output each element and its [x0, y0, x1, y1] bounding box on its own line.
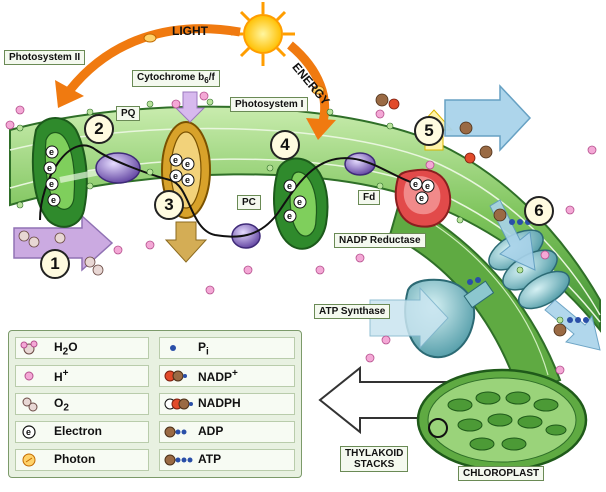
electron-icon: e: [409, 177, 423, 191]
svg-text:e: e: [419, 193, 424, 203]
electron-icon: e: [293, 195, 307, 209]
svg-text:e: e: [413, 179, 418, 189]
svg-text:e: e: [26, 427, 31, 437]
svg-text:e: e: [287, 181, 292, 191]
legend-phosphate-label: P: [198, 340, 207, 354]
step-3-badge: 3: [154, 190, 184, 220]
step-5-badge: 5: [414, 116, 444, 146]
scattered-molecules: [5, 91, 597, 375]
svg-text:e: e: [287, 211, 292, 221]
svg-text:e: e: [185, 175, 190, 185]
electron-icon: e: [47, 193, 61, 207]
electron-icon: e: [283, 209, 297, 223]
water-icon: [20, 340, 38, 355]
legend-item-electron: e Electron: [15, 421, 149, 443]
legend-panel: H2O H+ O2 e Electron Photon Pi NADP+ NAD…: [8, 330, 302, 478]
pq-label: PQ: [116, 106, 141, 121]
chloroplast-label: CHLOROPLAST: [458, 466, 545, 481]
electron-icon: e: [283, 179, 297, 193]
cytochrome-label: Cytochrome b6/f: [132, 70, 220, 87]
electron-icon: e: [45, 145, 59, 159]
electron-icon: e: [45, 177, 59, 191]
step-6-badge: 6: [524, 196, 554, 226]
light-energy-arrows: [55, 24, 336, 140]
sun-icon: [231, 2, 295, 66]
proton-flow-arrow: [369, 286, 449, 350]
svg-text:e: e: [297, 197, 302, 207]
oxygen-icon: [22, 397, 38, 412]
svg-text:e: e: [173, 155, 178, 165]
nadph-icon: [164, 398, 193, 410]
svg-text:e: e: [49, 147, 54, 157]
legend-adp-label: ADP: [198, 424, 224, 438]
pq-molecule: [95, 152, 141, 184]
light-label: LIGHT: [172, 24, 208, 38]
svg-text:e: e: [51, 195, 56, 205]
svg-text:e: e: [47, 163, 52, 173]
step-1-badge: 1: [40, 249, 70, 279]
electron-icon: e: [181, 157, 195, 171]
electron-icon: e: [169, 153, 183, 167]
electron-icon: e: [415, 191, 429, 205]
fd-label: Fd: [358, 190, 381, 205]
electron-group: e e e e e e e e e e e e e e: [43, 145, 435, 223]
electron-icon: e: [421, 179, 435, 193]
legend-item-adp: ADP: [159, 421, 295, 443]
legend-item-hydrogen-ion: H+: [15, 365, 149, 387]
legend-item-phosphate: Pi: [159, 337, 295, 359]
legend-nadp-plus-label: NADP: [198, 370, 233, 384]
legend-item-nadp-plus: NADP+: [159, 365, 295, 387]
legend-nadph-label: NADPH: [198, 396, 241, 410]
atp-synthase-label: ATP Synthase: [314, 304, 391, 319]
legend-oxygen-label: O: [54, 396, 64, 410]
legend-photon-label: Photon: [54, 452, 96, 466]
pc-label: PC: [237, 195, 261, 210]
legend-electron-label: Electron: [54, 424, 103, 438]
legend-water-label: H: [54, 340, 63, 354]
svg-text:e: e: [185, 159, 190, 169]
legend-item-oxygen: O2: [15, 393, 149, 415]
nadp-reductase-label: NADP Reductase: [334, 233, 426, 248]
electron-icon: e: [22, 425, 36, 439]
legend-item-water: H2O: [15, 337, 149, 359]
step-4-badge: 4: [270, 130, 300, 160]
chloroplast-illustration: [416, 368, 588, 472]
step-2-badge: 2: [84, 114, 114, 144]
adp-icon: [164, 426, 187, 438]
hydrogen-ion-icon: [24, 371, 34, 381]
photosystem-ii-label: Photosystem II: [4, 50, 86, 65]
electron-icon: e: [169, 169, 183, 183]
svg-text:e: e: [425, 181, 430, 191]
nadp-plus-icon: [164, 370, 187, 382]
legend-atp-label: ATP: [198, 452, 222, 466]
water-input-arrow: [13, 214, 114, 272]
phosphate-icon: [170, 345, 176, 351]
legend-item-atp: ATP: [159, 449, 295, 471]
atp-output-arrow: [544, 299, 601, 351]
atp-icon: [164, 454, 193, 466]
legend-hydrogen-ion-label: H: [54, 370, 63, 384]
photon-icon: [22, 453, 36, 467]
electron-icon: e: [181, 173, 195, 187]
photosystem-i-label: Photosystem I: [230, 97, 309, 112]
legend-item-photon: Photon: [15, 449, 149, 471]
svg-text:e: e: [49, 179, 54, 189]
electron-icon: e: [43, 161, 57, 175]
svg-text:e: e: [173, 171, 178, 181]
legend-item-nadph: NADPH: [159, 393, 295, 415]
electron-transport-path: [39, 144, 421, 238]
